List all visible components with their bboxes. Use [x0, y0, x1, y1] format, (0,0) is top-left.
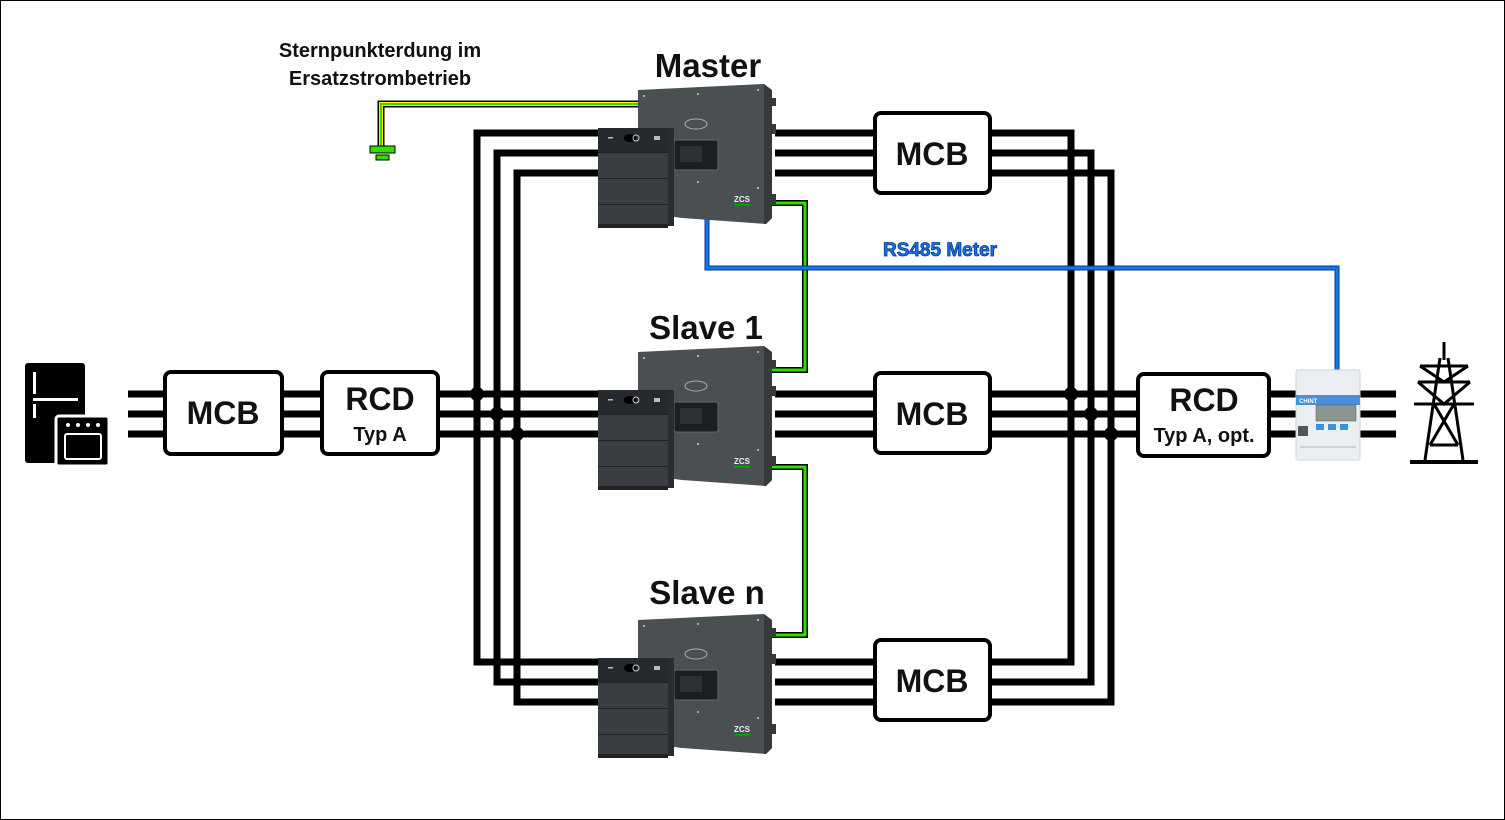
grounding-label-line2: Ersatzstrombetrieb	[289, 68, 471, 90]
rcd-grid-label: RCD	[1169, 382, 1238, 418]
mcb-slave-1-label: MCB	[896, 396, 969, 432]
mcb-load: MCB	[163, 370, 284, 456]
junction-dot	[510, 427, 524, 441]
load-fridge-oven-icon	[25, 363, 111, 468]
junction-dots	[470, 387, 1118, 441]
mcb-slave-1: MCB	[873, 371, 992, 455]
junction-dot	[490, 407, 504, 421]
slave-1-label: Slave 1	[649, 309, 763, 346]
mcb-slave-n-label: MCB	[896, 663, 969, 699]
rcd-grid-type: Typ A, opt.	[1153, 425, 1254, 447]
parallel-link-wires	[770, 200, 808, 638]
smart-meter-icon: CHINT	[1295, 369, 1361, 461]
mcb-slave-n: MCB	[873, 638, 992, 722]
slave-n-label: Slave n	[649, 574, 765, 611]
master-label: Master	[655, 47, 762, 84]
junction-dot	[470, 387, 484, 401]
earth-symbol-icon	[369, 145, 396, 161]
meter-brand: CHINT	[1299, 399, 1318, 405]
inverter-output-lines	[775, 129, 876, 706]
inverter-slave-n[interactable]	[597, 613, 777, 759]
rs485-label: RS485 Meter	[883, 240, 998, 261]
grid-power-tower-icon	[1410, 342, 1478, 464]
rcd-load: RCD Typ A	[320, 370, 440, 456]
mcb-master: MCB	[873, 111, 992, 195]
rs485-meter-wire	[704, 215, 1340, 372]
junction-dot	[1104, 427, 1118, 441]
rcd-load-type: Typ A	[353, 424, 406, 446]
rcd-load-label: RCD	[345, 381, 414, 417]
grounding-label-line1: Sternpunkterdung im	[279, 40, 481, 62]
inverter-slave-1[interactable]	[597, 345, 777, 491]
mcb-load-label: MCB	[187, 395, 260, 431]
neutral-earthing-wire	[377, 100, 640, 148]
junction-dot	[1064, 387, 1078, 401]
mcb-master-label: MCB	[896, 136, 969, 172]
rcd-grid: RCD Typ A, opt.	[1136, 372, 1271, 458]
junction-dot	[1084, 407, 1098, 421]
